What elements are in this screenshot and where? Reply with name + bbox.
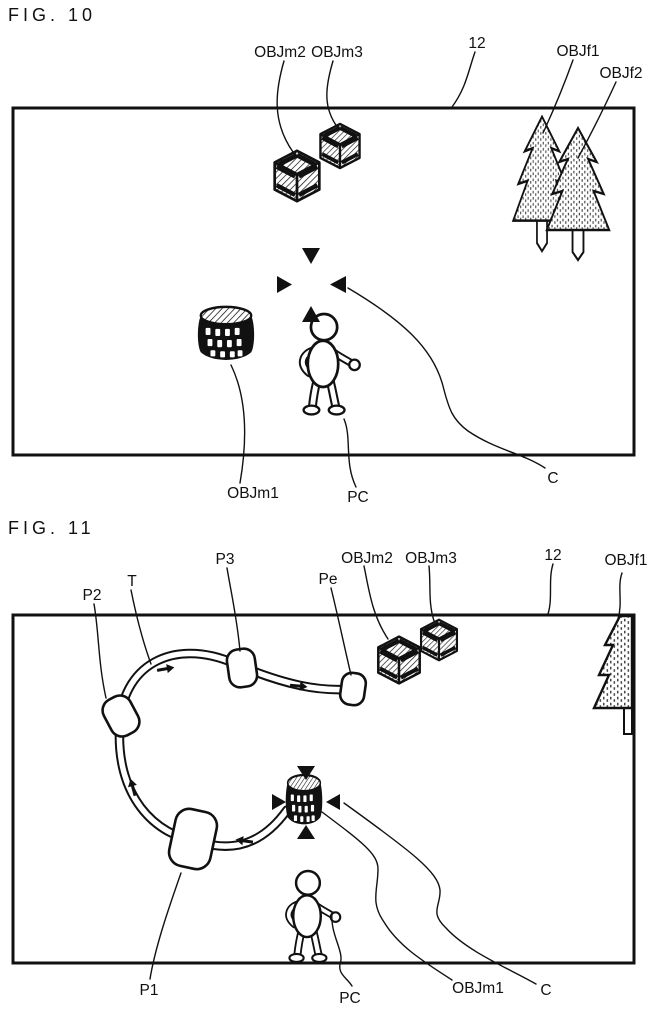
label-pc: PC [339, 990, 361, 1007]
cursor-icon [272, 766, 340, 839]
leader-objf1 [542, 59, 574, 134]
leader-p3 [226, 567, 241, 652]
leader-t [130, 589, 152, 665]
figure-11-leader-lines [93, 563, 623, 987]
label-pe: Pe [319, 571, 338, 588]
leader-objm1 [321, 811, 453, 981]
label-objf2: OBJf2 [599, 65, 642, 82]
node-p1 [167, 807, 219, 871]
figure-10-scene-frame [11, 106, 636, 457]
label-ref12: 12 [468, 35, 485, 52]
label-objf1: OBJf1 [556, 43, 599, 60]
cursor-icon [277, 248, 346, 322]
figure-11-title: FIG. 11 [8, 518, 95, 538]
label-p1: P1 [140, 982, 159, 999]
label-objm3: OBJm3 [311, 44, 363, 61]
figure-11: FIG. 11 [8, 518, 648, 1007]
label-ref12: 12 [544, 547, 561, 564]
barrel-objm1-icon [196, 305, 256, 362]
figure-10-leader-lines [230, 51, 617, 488]
leader-objf1 [617, 572, 623, 620]
leader-p1 [149, 872, 182, 980]
label-objm2: OBJm2 [341, 550, 393, 567]
figure-10-title: FIG. 10 [8, 5, 96, 25]
crate-objm2-icon [378, 637, 419, 684]
leader-objm2 [276, 60, 294, 153]
barrel-objm1-icon [284, 773, 324, 826]
figure-11-scene-frame [11, 613, 636, 965]
leader-objm3 [326, 60, 339, 129]
leader-pc [343, 418, 357, 488]
label-objf1: OBJf1 [604, 552, 647, 569]
leader-objf2 [577, 81, 617, 159]
trajectory-nodes [101, 647, 368, 871]
leader-p2 [93, 603, 107, 699]
leader-objm2 [363, 565, 389, 640]
tree-objf1-half-icon [592, 614, 634, 735]
crate-objm2-icon [275, 151, 320, 201]
figure-11-labels: P2 T P3 Pe OBJm2 OBJm3 12 OBJf1 P1 PC OB… [83, 547, 648, 1007]
label-t: T [127, 573, 137, 590]
label-cursor: C [540, 982, 551, 999]
crate-objm3-icon [320, 124, 359, 168]
leader-ref12 [451, 51, 476, 108]
label-objm1: OBJm1 [227, 485, 279, 502]
node-p3 [225, 647, 259, 689]
node-p2 [101, 694, 141, 738]
leader-pc [331, 912, 353, 987]
leader-cursor [347, 287, 546, 469]
label-cursor: C [547, 470, 558, 487]
leader-objm3 [428, 565, 435, 622]
leader-pe [330, 587, 352, 676]
label-objm1: OBJm1 [452, 980, 504, 997]
label-p3: P3 [216, 551, 235, 568]
leader-objm1 [230, 364, 246, 484]
label-objm2: OBJm2 [254, 44, 306, 61]
leader-ref12 [547, 563, 554, 615]
crate-objm3-icon [419, 617, 459, 663]
node-pe [338, 671, 368, 707]
figure-10-labels: OBJm2 OBJm3 12 OBJf1 OBJf2 OBJm1 PC C [227, 35, 642, 506]
label-objm3: OBJm3 [405, 550, 457, 567]
leader-cursor [343, 802, 537, 985]
label-p2: P2 [83, 587, 102, 604]
figure-10: FIG. 10 OBJm2 OBJm3 12 OB [8, 5, 643, 506]
label-pc: PC [347, 489, 369, 506]
